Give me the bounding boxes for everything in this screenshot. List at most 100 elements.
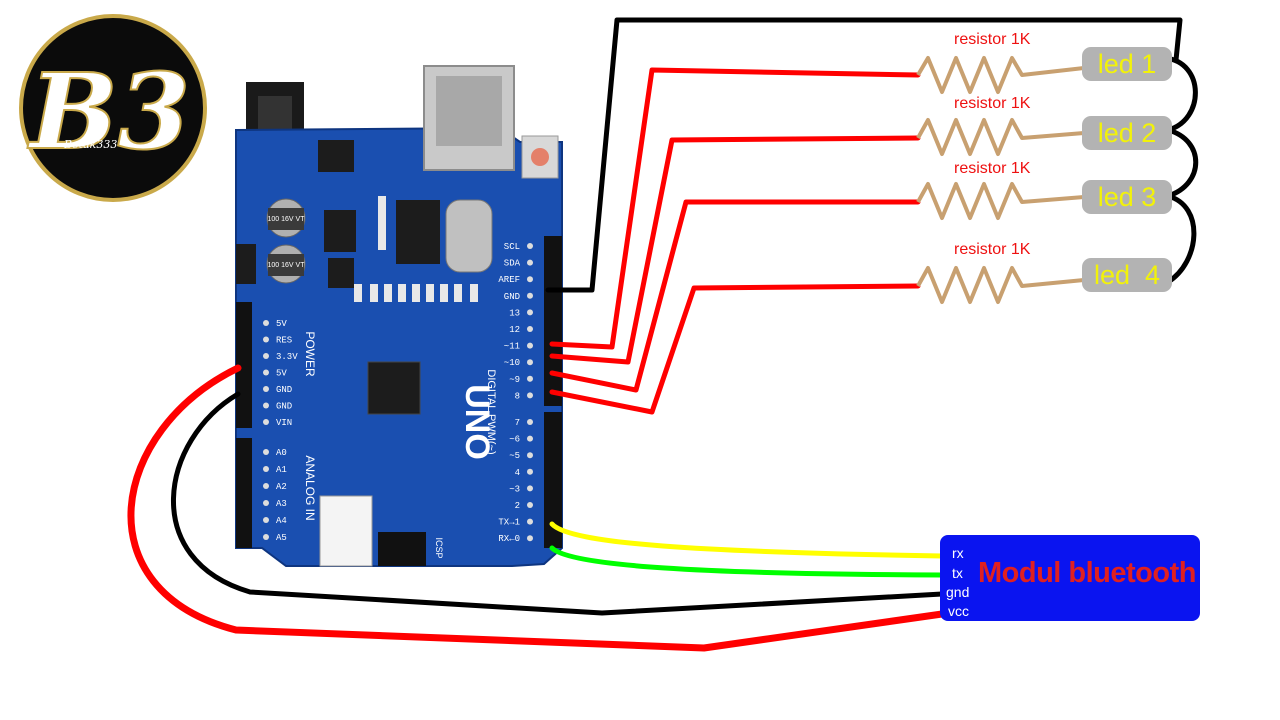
digital-low-pin-6 <box>527 518 533 525</box>
resistor-1-label: resistor 1K <box>954 31 1031 48</box>
capacitor-2-label: 100 16V VT <box>268 262 306 269</box>
power-pin-label-6: VIN <box>276 418 292 428</box>
digital-low-pin-2 <box>527 452 533 459</box>
wire-gnd-module <box>171 391 945 616</box>
analog-pin-4 <box>263 517 269 523</box>
digital-high-pin-label-1: SDA <box>504 259 521 269</box>
led-3: led 3 <box>1082 180 1172 214</box>
resistor-4-label: resistor 1K <box>954 241 1031 258</box>
atmega-chip <box>367 361 421 415</box>
digital-high-pin-label-0: SCL <box>504 242 520 252</box>
digital-low-pin-label-3: 4 <box>515 468 520 478</box>
digital-low-pin-label-5: 2 <box>515 501 520 511</box>
logo: B3 Botak333 <box>19 14 207 202</box>
crystal <box>445 199 493 273</box>
digital-high-pin-label-8: ~9 <box>509 375 520 385</box>
power-pin-0 <box>263 320 269 326</box>
led-4: led 4 <box>1082 258 1172 292</box>
digital-high-pin-1 <box>527 259 533 266</box>
capacitor-2 <box>266 244 306 284</box>
digital-high-pin-4 <box>527 309 533 316</box>
resistor-1 <box>916 56 1085 94</box>
logo-monogram: B3 <box>27 50 190 173</box>
arduino-uno-board: 100 16V VT 100 16V VT UNO POWER ANALOG I… <box>235 65 563 567</box>
digital-header-low <box>544 412 562 548</box>
icsp-header <box>378 532 426 566</box>
power-pin-4 <box>263 386 269 392</box>
power-pin-2 <box>263 353 269 359</box>
capacitor-1 <box>266 198 306 238</box>
analog-pin-0 <box>263 449 269 455</box>
power-pin-5 <box>263 402 269 409</box>
wire-gnd-led-common <box>545 17 1183 293</box>
digital-high-pin-8 <box>527 375 533 382</box>
resistor-4 <box>916 266 1085 304</box>
power-pin-label-1: RES <box>276 336 292 346</box>
power-pin-label-5: GND <box>276 402 292 412</box>
digital-high-pin-7 <box>527 359 533 366</box>
analog-pin-label-5: A5 <box>276 533 287 543</box>
power-pin-label-0: 5V <box>276 319 287 329</box>
wire-rx-tx <box>549 545 945 578</box>
resistor-3 <box>916 182 1085 220</box>
analog-header <box>236 438 252 548</box>
led-1: led 1 <box>1082 47 1172 81</box>
bt-pin-tx: tx <box>952 565 963 581</box>
digital-low-pin-label-0: 7 <box>515 418 520 428</box>
capacitor-1-label: 100 16V VT <box>268 216 306 223</box>
analog-pin-label-4: A4 <box>276 516 287 526</box>
bt-pin-vcc: vcc <box>948 603 969 619</box>
digital-low-pin-label-1: ~6 <box>509 435 520 445</box>
digital-high-pin-label-9: 8 <box>515 391 520 401</box>
analog-header-label: ANALOG IN <box>303 455 317 520</box>
resistors <box>916 56 1085 304</box>
resistor-3-label: resistor 1K <box>954 160 1031 177</box>
digital-high-pin-label-4: 13 <box>509 308 520 318</box>
board-name: UNO <box>458 384 496 460</box>
analog-pin-3 <box>263 500 269 506</box>
digital-low-pin-1 <box>527 435 533 442</box>
bt-pin-gnd: gnd <box>946 584 970 600</box>
digital-high-pin-label-2: AREF <box>498 275 520 285</box>
power-pin-label-3: 5V <box>276 369 287 379</box>
analog-pin-label-1: A1 <box>276 465 287 475</box>
power-pin-1 <box>263 336 269 343</box>
digital-low-pin-label-6: TX→1 <box>498 518 520 528</box>
bt-pin-rx: rx <box>952 545 964 561</box>
analog-pin-label-0: A0 <box>276 448 287 458</box>
power-header-label: POWER <box>303 331 317 377</box>
analog-pin-label-2: A2 <box>276 482 287 492</box>
wire-tx-rx <box>549 521 945 559</box>
digital-low-pin-label-7: RX←0 <box>498 534 520 544</box>
digital-header-label: DIGITAL PWM(~) <box>485 369 497 454</box>
bluetooth-module-title: Modul bluetooth <box>978 557 1197 589</box>
power-pin-label-2: 3.3V <box>276 352 298 362</box>
wires <box>127 17 1199 652</box>
analog-pin-2 <box>263 483 269 489</box>
resistor-2 <box>916 118 1085 156</box>
bluetooth-module: rx tx gnd vcc Modul bluetooth <box>940 535 1200 621</box>
wire-pin8-led4 <box>549 283 921 415</box>
digital-high-pin-label-5: 12 <box>509 325 520 335</box>
usb-chip <box>396 200 440 264</box>
digital-low-pin-3 <box>527 468 533 475</box>
digital-high-pin-2 <box>527 276 533 283</box>
analog-pin-5 <box>263 534 269 540</box>
logo-caption: Botak333 <box>63 138 117 151</box>
digital-high-pin-label-7: ~10 <box>504 358 520 368</box>
digital-high-pin-0 <box>527 243 533 249</box>
analog-pin-1 <box>263 466 269 472</box>
power-pin-6 <box>263 419 269 425</box>
icsp-label: ICSP <box>434 537 444 558</box>
digital-low-pin-7 <box>527 535 533 542</box>
power-header <box>236 302 252 428</box>
wire-pin10-led2 <box>549 135 921 365</box>
digital-low-pin-label-4: ~3 <box>509 484 520 494</box>
wire-5v-vcc <box>127 364 946 652</box>
power-pin-3 <box>263 369 269 376</box>
digital-high-pin-3 <box>527 292 533 299</box>
digital-low-pin-5 <box>527 502 533 508</box>
digital-low-pin-0 <box>527 419 533 425</box>
led-2: led 2 <box>1082 116 1172 150</box>
